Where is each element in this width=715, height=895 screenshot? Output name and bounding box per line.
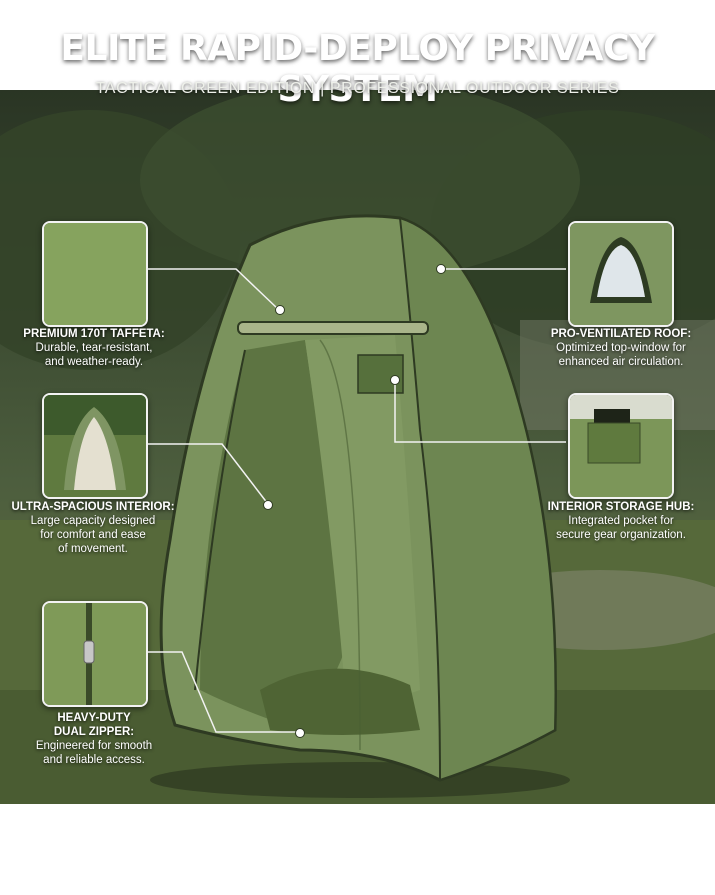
callout-title: PRO-VENTILATED ROOF: (550, 328, 692, 340)
callout-storage: INTERIOR STORAGE HUB: Integrated pocket … (536, 500, 706, 542)
callout-zipper: HEAVY-DUTY DUAL ZIPPER: Engineered for s… (6, 711, 182, 767)
storage-thumbnail (568, 393, 674, 499)
tent-scene (0, 90, 715, 804)
callout-title: ULTRA-SPACIOUS INTERIOR: (11, 501, 175, 513)
callout-title: DUAL ZIPPER: (53, 726, 135, 738)
callout-title: HEAVY-DUTY (57, 712, 131, 724)
callout-desc-line: Large capacity designed (30, 515, 156, 527)
callout-desc-line: Optimized top-window for (556, 342, 686, 354)
callout-desc-line: and weather-ready. (44, 356, 144, 368)
callout-desc-line: secure gear organization. (556, 529, 686, 541)
page-subtitle: TACTICAL GREEN EDITION | PROFESSIONAL OU… (95, 80, 620, 97)
zipper-thumbnail (42, 601, 148, 707)
callout-desc-line: Integrated pocket for (568, 515, 674, 527)
callout-desc-line: Engineered for smooth (35, 740, 153, 752)
callout-desc-line: enhanced air circulation. (558, 356, 684, 368)
product-photo (0, 90, 715, 804)
callout-desc-line: of movement. (58, 543, 128, 555)
callout-interior: ULTRA-SPACIOUS INTERIOR: Large capacity … (0, 500, 186, 556)
page-title: ELITE RAPID-DEPLOY PRIVACY SYSTEM (60, 28, 655, 110)
callout-title: INTERIOR STORAGE HUB: (547, 501, 695, 513)
roof-thumbnail (568, 221, 674, 327)
callout-roof: PRO-VENTILATED ROOF: Optimized top-windo… (536, 327, 706, 369)
taffeta-thumbnail (42, 221, 148, 327)
callout-taffeta: PREMIUM 170T TAFFETA: Durable, tear-resi… (6, 327, 182, 369)
interior-thumbnail (42, 393, 148, 499)
callout-desc-line: for comfort and ease (40, 529, 146, 541)
tent-doorway (200, 340, 345, 730)
callout-desc-line: and reliable access. (43, 754, 145, 766)
callout-desc-line: Durable, tear-resistant, (35, 342, 153, 354)
callout-title: PREMIUM 170T TAFFETA: (23, 328, 165, 340)
